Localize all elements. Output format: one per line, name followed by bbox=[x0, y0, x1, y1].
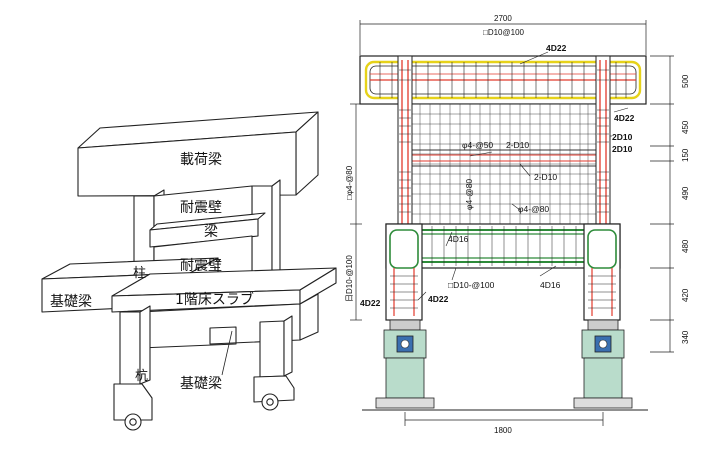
label-loading-beam: 載荷梁 bbox=[180, 152, 222, 168]
dim-right-4: 490 bbox=[681, 186, 690, 200]
right-dimension-values: 500 450 150 490 480 420 340 bbox=[681, 74, 690, 344]
rebar-wall-horizontal-2: 2-D10 bbox=[506, 140, 529, 150]
rebar-col-main-2: 2D10 bbox=[612, 144, 633, 154]
rebar-wall-mesh: φ4-@80 bbox=[518, 204, 549, 214]
dim-right-6: 420 bbox=[681, 288, 690, 302]
label-beam: 梁 bbox=[204, 224, 218, 240]
dim-left-lower: 日D10-@100 bbox=[345, 255, 354, 302]
foundation-beam-stirrups bbox=[419, 226, 577, 266]
rebar-beam-main-right: 4D16 bbox=[540, 280, 561, 290]
rebar-beam-stirrup: □D10-@100 bbox=[448, 280, 495, 290]
label-column: 柱 bbox=[133, 266, 146, 281]
rebar-wall-lap: 2-D10 bbox=[534, 172, 557, 182]
label-shear-wall-upper: 耐震壁 bbox=[180, 200, 222, 216]
upper-column-left bbox=[397, 55, 413, 225]
rebar-top-main: 4D22 bbox=[546, 43, 567, 53]
dim-right-7: 340 bbox=[681, 330, 690, 344]
elevation-view: 2700 □D10@100 bbox=[345, 14, 690, 435]
pile-left bbox=[113, 305, 153, 431]
dim-right-5: 480 bbox=[681, 239, 690, 253]
isometric-view bbox=[41, 111, 337, 431]
left-dimension bbox=[350, 103, 362, 321]
rebar-beam-main-left: 4D16 bbox=[448, 234, 469, 244]
dim-right-1: 500 bbox=[681, 74, 690, 88]
wall-mesh bbox=[412, 104, 596, 224]
mid-beam bbox=[149, 212, 266, 248]
label-foundation-beam-bottom: 基礎梁 bbox=[180, 375, 222, 392]
dim-right-2: 450 bbox=[681, 120, 690, 134]
support-right bbox=[573, 319, 633, 409]
rebar-wall-horizontal-1: φ4-@50 bbox=[462, 140, 493, 150]
label-pile: 杭 bbox=[135, 369, 148, 384]
iso-leader-lines bbox=[221, 330, 233, 376]
dim-left-upper: □φ4-@80 bbox=[345, 165, 354, 200]
dim-right-3: 150 bbox=[681, 148, 690, 162]
loading-beam-stirrups bbox=[379, 62, 627, 98]
label-foundation-beam-left: 基礎梁 bbox=[50, 293, 92, 310]
rebar-wall-vertical: φ4-@80 bbox=[464, 179, 474, 210]
right-dimension-chain bbox=[650, 55, 674, 353]
upper-column-right bbox=[595, 55, 611, 225]
annotation-leaders bbox=[417, 51, 629, 301]
dim-span: 1800 bbox=[494, 426, 512, 435]
first-floor-slab bbox=[111, 267, 337, 313]
rebar-top-right: 4D22 bbox=[614, 113, 635, 123]
label-shear-wall-lower: 耐震壁 bbox=[180, 258, 222, 274]
support-left bbox=[375, 319, 435, 409]
lower-column-left bbox=[385, 223, 423, 321]
lower-column-right bbox=[583, 223, 621, 321]
loading-beam-block bbox=[77, 111, 319, 197]
dim-overall-width: 2700 bbox=[494, 14, 512, 23]
loading-beam-rebar bbox=[364, 60, 642, 100]
rebar-base-left-1: 4D22 bbox=[360, 298, 381, 308]
rebar-col-main-1: 2D10 bbox=[612, 132, 633, 142]
top-dimension bbox=[359, 20, 647, 55]
label-first-floor-slab: 1階床スラブ bbox=[175, 291, 254, 308]
bottom-dimension bbox=[404, 412, 604, 426]
dim-stirrup-spec: □D10@100 bbox=[483, 28, 525, 37]
pile-right bbox=[253, 315, 295, 411]
rebar-base-left-2: 4D22 bbox=[428, 294, 449, 304]
